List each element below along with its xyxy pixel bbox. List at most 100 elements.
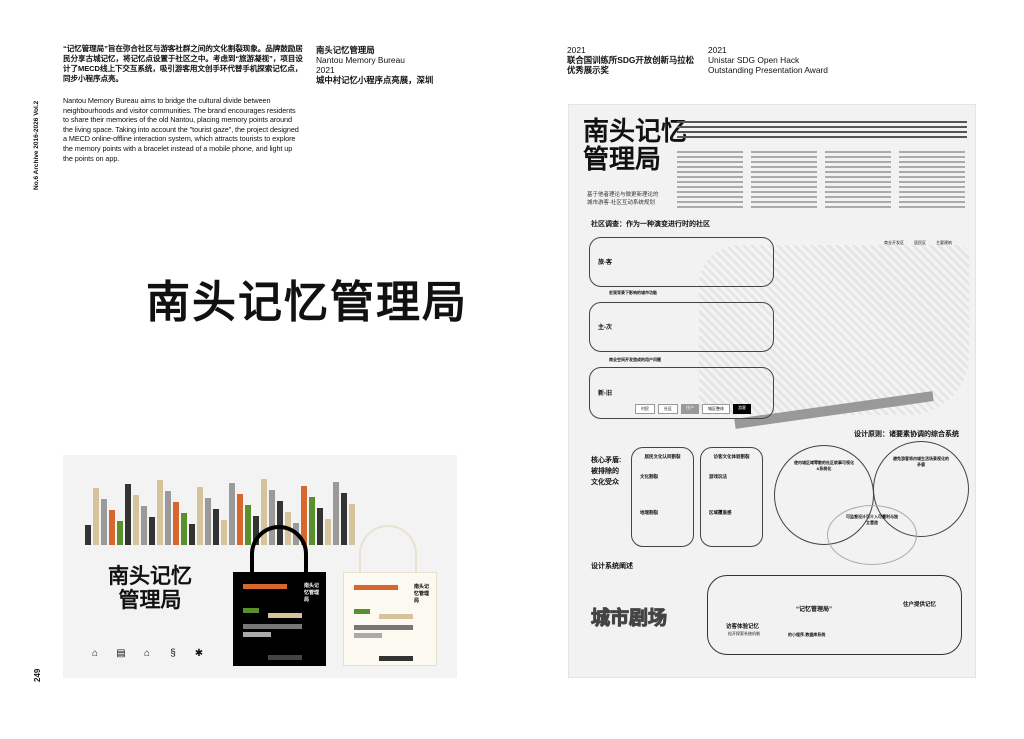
text-line bbox=[677, 186, 743, 188]
text-line bbox=[677, 191, 743, 193]
swirl-icon: § bbox=[170, 648, 176, 659]
pattern-stroke bbox=[109, 510, 115, 545]
text-line bbox=[677, 126, 967, 128]
brand-pattern bbox=[85, 477, 355, 545]
subtitle-line1: 基于他者理论与微更新理论的 bbox=[587, 192, 659, 198]
text-line bbox=[825, 171, 891, 173]
pattern-stroke bbox=[189, 524, 195, 545]
text-line bbox=[825, 161, 891, 163]
pattern-stroke bbox=[245, 505, 251, 545]
project-zh-title: 南头记忆管理局 bbox=[316, 45, 375, 55]
text-line bbox=[899, 186, 965, 188]
pattern-stroke bbox=[229, 483, 235, 545]
row-label: 新-旧 bbox=[598, 391, 612, 397]
pattern-stroke bbox=[261, 479, 267, 545]
chip: 住户 bbox=[681, 404, 699, 414]
intro-zh: “记忆管理局”旨在弥合社区与游客社群之间的文化割裂现象。品牌鼓励居民分享古城记忆… bbox=[63, 44, 303, 83]
text-line bbox=[751, 191, 817, 193]
s2-line: 文化受众 bbox=[591, 479, 619, 486]
pattern-stroke bbox=[197, 487, 203, 545]
text-line bbox=[677, 206, 743, 208]
text-line bbox=[751, 186, 817, 188]
text-line bbox=[899, 151, 965, 153]
text-line bbox=[825, 201, 891, 203]
text-line bbox=[825, 186, 891, 188]
chip: 游客 bbox=[733, 404, 751, 414]
item: 地理割裂 bbox=[640, 510, 658, 515]
visitor-split-box: 访客文化体验割裂 游戏玩法 区域覆盖感 bbox=[700, 447, 763, 547]
poster-title-line1: 南头记忆 bbox=[583, 116, 688, 146]
pattern-stroke bbox=[269, 490, 275, 545]
text-line bbox=[677, 196, 743, 198]
award-en-year: 2021 bbox=[708, 45, 727, 55]
pattern-stroke bbox=[317, 508, 323, 545]
poster-body-text bbox=[677, 121, 967, 211]
pattern-stroke bbox=[181, 513, 187, 545]
pattern-stroke bbox=[157, 480, 163, 545]
row2-tag: 宏观背景下影响的城市功能 bbox=[609, 290, 657, 295]
section4-heading: 设计系统阐述 bbox=[591, 563, 633, 570]
text-line bbox=[751, 166, 817, 168]
legend-item: 主要建筑 bbox=[936, 240, 952, 245]
row-label: 旅-客 bbox=[598, 260, 612, 266]
pattern-stroke bbox=[133, 495, 139, 545]
row-tourist: 旅-客 bbox=[589, 237, 774, 287]
section1-heading: 社区调查：作为一种演变进行时的社区 bbox=[591, 221, 710, 228]
row-main: 主-次 bbox=[589, 302, 774, 352]
text-line bbox=[825, 196, 891, 198]
s2-line: 被排除的 bbox=[591, 468, 619, 475]
pattern-stroke bbox=[237, 494, 243, 545]
text-line bbox=[899, 206, 965, 208]
text-line bbox=[677, 161, 743, 163]
pattern-stroke bbox=[141, 506, 147, 545]
pattern-stroke bbox=[333, 482, 339, 545]
text-line bbox=[899, 181, 965, 183]
poster-subtitle: 基于他者理论与微更新理论的 城市游客-社区互动系统规划 bbox=[587, 191, 659, 207]
map-legend: 商业开发区 居民区 主要建筑 bbox=[884, 240, 952, 246]
text-line bbox=[677, 166, 743, 168]
resident-split-box: 居民文化认同割裂 文化割裂 地理割裂 bbox=[631, 447, 694, 547]
circle-text: 避免游客将内城生活场景视化的矛盾 bbox=[893, 456, 949, 467]
text-line bbox=[825, 156, 891, 158]
subtitle-line2: 城市游客-社区互动系统规划 bbox=[587, 200, 655, 206]
intro-en: Nantou Memory Bureau aims to bridge the … bbox=[63, 96, 299, 163]
award-en-line2: Outstanding Presentation Award bbox=[708, 65, 828, 75]
legend-item: 商业开发区 bbox=[884, 240, 904, 245]
text-line bbox=[677, 176, 743, 178]
card-logo-line2: 管理局 bbox=[118, 589, 182, 612]
text-line bbox=[825, 176, 891, 178]
award-zh-line2: 优秀展示奖 bbox=[567, 65, 609, 75]
pattern-stroke bbox=[301, 486, 307, 545]
text-line bbox=[751, 201, 817, 203]
text-line bbox=[825, 206, 891, 208]
city-lettering: 城市剧场 bbox=[590, 608, 668, 630]
text-line bbox=[899, 196, 965, 198]
text-line bbox=[751, 151, 817, 153]
project-poster: 南头记忆 管理局 基于他者理论与微更新理论的 城市游客-社区互动系统规划 社区调… bbox=[568, 104, 976, 678]
site-map bbox=[699, 245, 969, 415]
project-info: 南头记忆管理局 Nantou Memory Bureau 2021 城中村记忆小… bbox=[316, 45, 433, 85]
text-line bbox=[677, 156, 743, 158]
black-bag-handle bbox=[250, 525, 308, 575]
text-line bbox=[825, 166, 891, 168]
building-icon: ▤ bbox=[116, 648, 126, 659]
text-line bbox=[899, 161, 965, 163]
text-line bbox=[825, 191, 891, 193]
text-line bbox=[751, 161, 817, 163]
chips: 村民 社区 住户 城区整体 游客 bbox=[635, 404, 751, 414]
row3-tag: 商业空间开发造成的用户问题 bbox=[609, 357, 661, 362]
project-year: 2021 bbox=[316, 65, 335, 75]
pattern-stroke bbox=[125, 484, 131, 545]
text-line bbox=[899, 156, 965, 158]
award-en: 2021 Unistar SDG Open Hack Outstanding P… bbox=[708, 45, 828, 75]
text-line bbox=[677, 201, 743, 203]
s2-line: 核心矛盾: bbox=[591, 457, 622, 464]
brand-logo: 南头记忆管理局 bbox=[146, 277, 468, 328]
text-line bbox=[677, 151, 743, 153]
home-icon: ⌂ bbox=[143, 648, 151, 659]
principle-circle: 可监督设计可介入可量利与独立营造 bbox=[827, 505, 917, 565]
chip: 村民 bbox=[635, 404, 655, 414]
visitor-memory: 访客体验记忆 bbox=[726, 624, 760, 630]
bag-logo: 南头记忆管理局 bbox=[304, 583, 320, 603]
house-icon: ⌂ bbox=[91, 648, 99, 659]
